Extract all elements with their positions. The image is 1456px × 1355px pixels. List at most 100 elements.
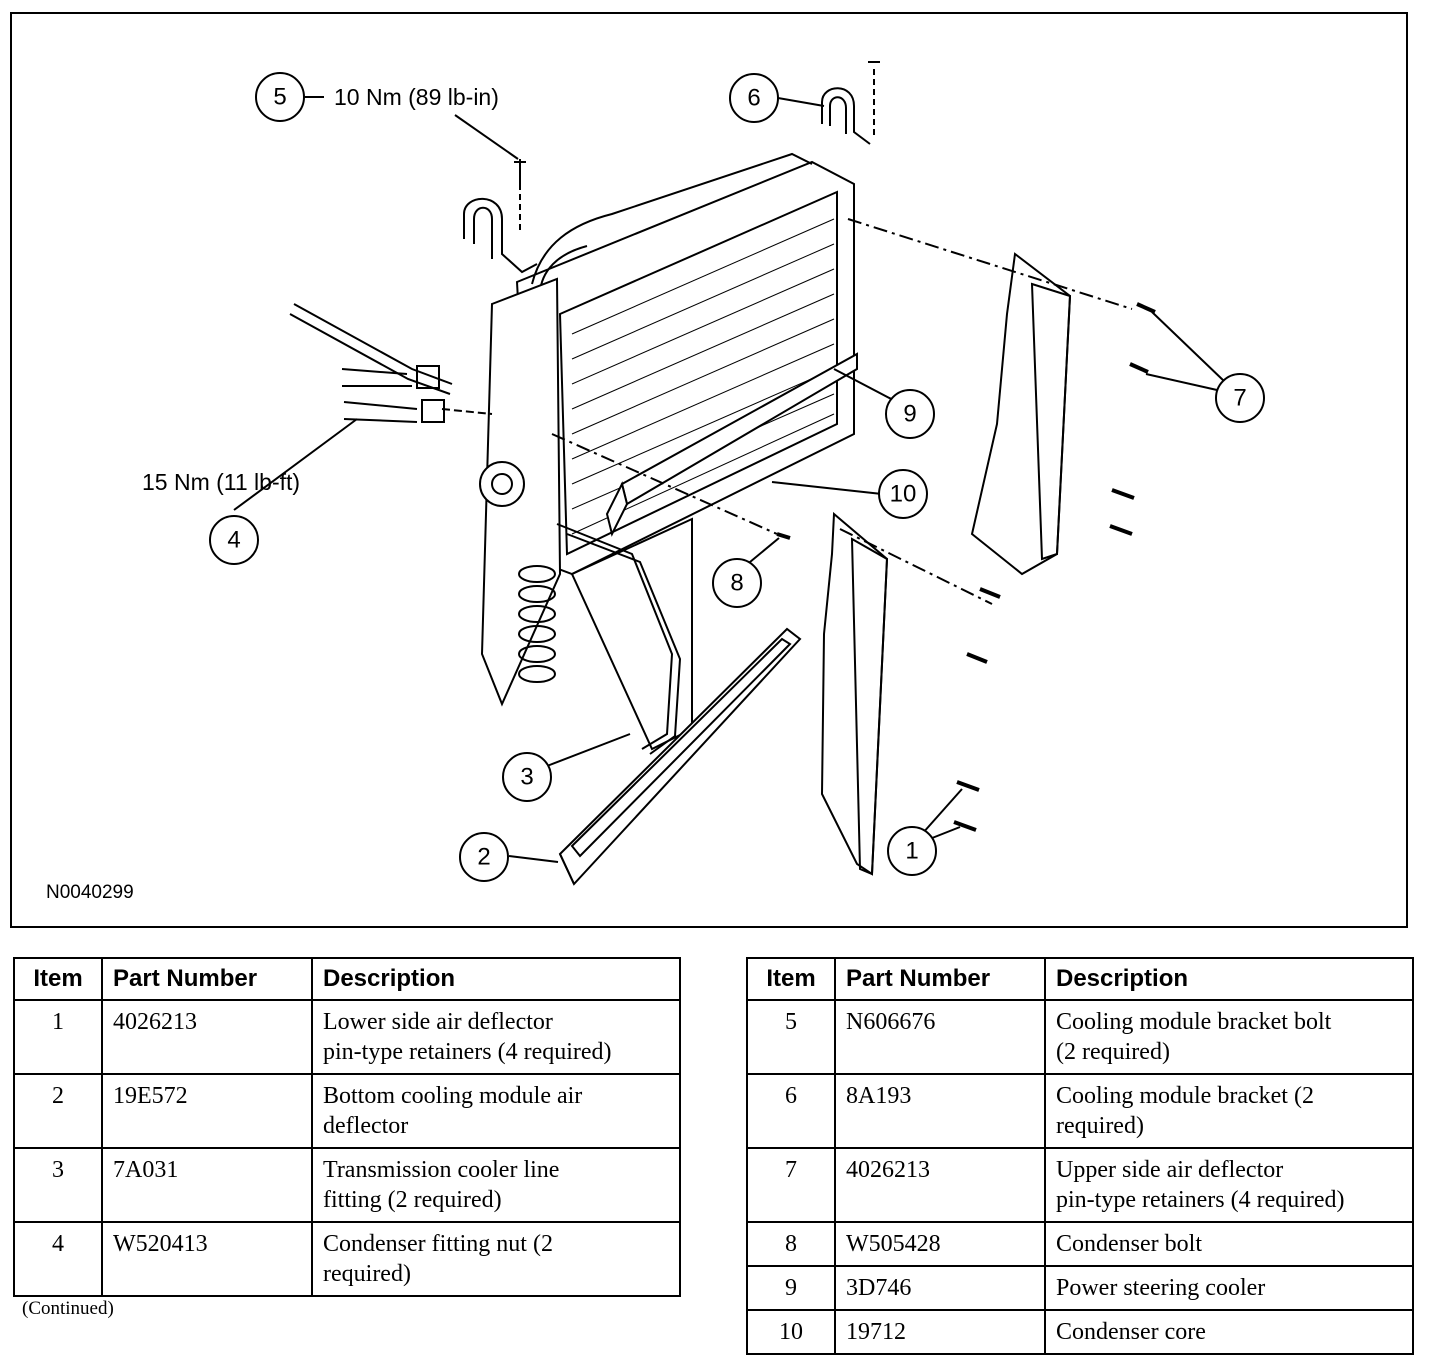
cell-description: Condenser bolt — [1044, 1221, 1414, 1267]
cell-part-number: 19712 — [834, 1309, 1046, 1355]
callout-label-6: 6 — [747, 85, 760, 112]
description-line: Cooling module bracket bolt — [1056, 1009, 1332, 1035]
cell-part-number: 4026213 — [834, 1147, 1046, 1223]
cell-item: 8 — [746, 1221, 836, 1267]
cell-item: 9 — [746, 1265, 836, 1311]
description-line: pin-type retainers (4 required) — [1056, 1187, 1345, 1213]
callout-label-5: 5 — [273, 84, 286, 111]
callout-circle-9 — [885, 389, 935, 439]
callout-label-3: 3 — [520, 764, 533, 791]
torque-spec-item-5: 10 Nm (89 lb-in) — [334, 84, 499, 110]
leader-lines — [233, 96, 1226, 863]
description-line: Condenser bolt — [1056, 1231, 1202, 1257]
cell-item: 2 — [13, 1073, 103, 1149]
cell-item: 10 — [746, 1309, 836, 1355]
cell-description: Bottom cooling module air deflector — [311, 1073, 681, 1149]
cell-part-number: 7A031 — [101, 1147, 313, 1223]
description-line: required) — [323, 1261, 411, 1287]
cell-item: 4 — [13, 1221, 103, 1297]
description-line: Transmission cooler line — [323, 1157, 560, 1183]
callout-label-7: 7 — [1233, 385, 1246, 412]
callout-circle-5 — [255, 72, 305, 122]
diagram-frame: 1 2 3 4 5 6 7 8 9 10 10 Nm (89 lb-in) 15… — [10, 12, 1408, 928]
cooling-module-bracket-left — [463, 159, 538, 274]
callout-circle-1 — [887, 826, 937, 876]
header-description: Description — [1044, 957, 1414, 1001]
description-line: fitting (2 required) — [323, 1187, 502, 1213]
cell-part-number: W520413 — [101, 1221, 313, 1297]
description-line: deflector — [323, 1113, 409, 1139]
description-line: Condenser core — [1056, 1319, 1206, 1345]
callout-label-4: 4 — [227, 527, 240, 554]
cell-item: 3 — [13, 1147, 103, 1223]
lower-side-air-deflector — [820, 511, 993, 876]
retainers — [953, 302, 1156, 832]
cell-description: Upper side air deflector pin-type retaine… — [1044, 1147, 1414, 1223]
cell-description: Condenser core — [1044, 1309, 1414, 1355]
exploded-view-illustration: 1 2 3 4 5 6 7 8 9 10 10 Nm (89 lb-in) 15… — [46, 61, 1265, 903]
callout-label-9: 9 — [903, 401, 916, 428]
cell-description: Condenser fitting nut (2 required) — [311, 1221, 681, 1297]
cell-part-number: 4026213 — [101, 999, 313, 1075]
header-description: Description — [311, 957, 681, 1001]
cooling-module-bracket-right — [821, 61, 880, 145]
description-line: (2 required) — [1056, 1039, 1170, 1065]
cell-part-number: N606676 — [834, 999, 1046, 1075]
bottom-air-deflector — [558, 627, 802, 886]
callout-circle-7 — [1215, 373, 1265, 423]
description-line: Bottom cooling module air — [323, 1083, 583, 1109]
header-item: Item — [13, 957, 103, 1001]
header-part-number: Part Number — [101, 957, 313, 1001]
description-line: Upper side air deflector — [1056, 1157, 1284, 1183]
cell-part-number: 8A193 — [834, 1073, 1046, 1149]
cell-item: 5 — [746, 999, 836, 1075]
description-line: required) — [1056, 1113, 1144, 1139]
torque-spec-item-4: 15 Nm (11 lb-ft) — [142, 469, 300, 495]
figure-id: N0040299 — [46, 882, 134, 903]
callout-label-1: 1 — [905, 838, 918, 865]
callout-label-8: 8 — [730, 570, 743, 597]
radiator-assembly — [479, 152, 858, 755]
cell-part-number: 3D746 — [834, 1265, 1046, 1311]
callout-circle-2 — [459, 832, 509, 882]
cell-item: 7 — [746, 1147, 836, 1223]
callout-circle-6 — [729, 73, 779, 123]
cell-part-number: W505428 — [834, 1221, 1046, 1267]
header-part-number: Part Number — [834, 957, 1046, 1001]
header-item: Item — [746, 957, 836, 1001]
cell-description: Cooling module bracket bolt (2 required) — [1044, 999, 1414, 1075]
callout-label-10: 10 — [890, 481, 917, 508]
cell-description: Power steering cooler — [1044, 1265, 1414, 1311]
description-line: pin-type retainers (4 required) — [323, 1039, 612, 1065]
description-line: Lower side air deflector — [323, 1009, 553, 1035]
description-line: Power steering cooler — [1056, 1275, 1266, 1301]
cell-description: Lower side air deflector pin-type retaine… — [311, 999, 681, 1075]
cell-description: Transmission cooler line fitting (2 requi… — [311, 1147, 681, 1223]
cell-description: Cooling module bracket (2 required) — [1044, 1073, 1414, 1149]
callout-circle-3 — [502, 752, 552, 802]
continued-note: (Continued) — [22, 1298, 114, 1319]
callout-circle-4 — [209, 515, 259, 565]
cell-item: 6 — [746, 1073, 836, 1149]
table-header-row: Item Part Number Description — [746, 957, 1414, 1001]
cell-part-number: 19E572 — [101, 1073, 313, 1149]
description-line: Condenser fitting nut (2 — [323, 1231, 553, 1257]
condenser-lines — [289, 303, 493, 423]
condenser-bolt — [551, 433, 791, 540]
description-line: Cooling module bracket (2 — [1056, 1083, 1314, 1109]
callout-label-2: 2 — [477, 844, 490, 871]
callout-circle-10 — [878, 469, 928, 519]
callout-circle-8 — [712, 558, 762, 608]
